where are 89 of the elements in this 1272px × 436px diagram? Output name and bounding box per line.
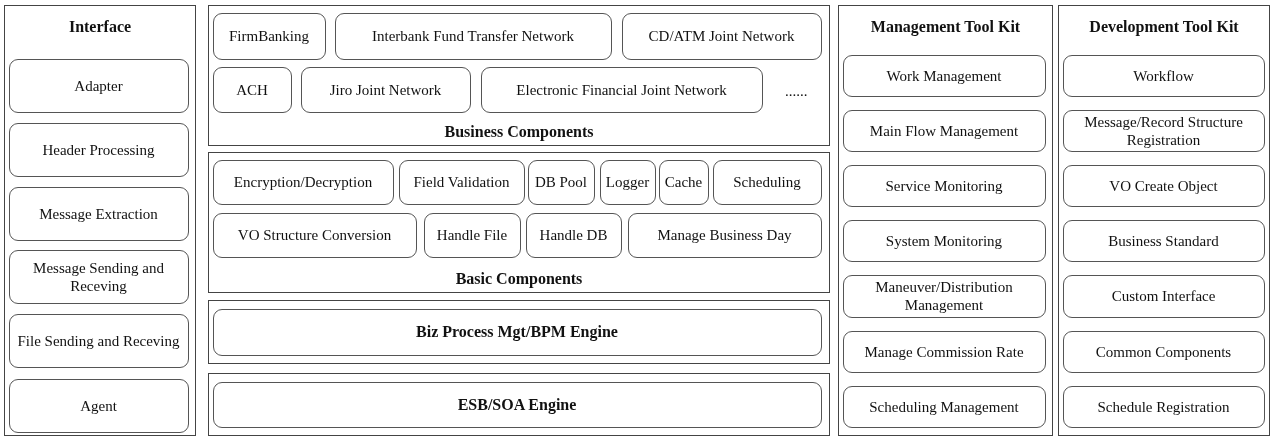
component-box — [1062, 109, 1265, 152]
engine-box — [212, 308, 822, 356]
component-box — [527, 159, 595, 205]
component-box — [398, 159, 525, 205]
component-box — [8, 378, 189, 433]
component-label: Biz Process Mgt/BPM Engine — [416, 323, 618, 341]
component-box — [212, 212, 417, 258]
component-label: Message/Record Structure Registration — [1083, 112, 1244, 149]
component-box — [842, 109, 1046, 152]
component-box — [1062, 274, 1265, 318]
component-label: Handle DB — [539, 226, 608, 244]
component-label: Manage Commission Rate — [864, 342, 1024, 361]
component-label: VO Create Object — [1109, 176, 1218, 195]
component-label: Message Extraction — [39, 204, 158, 223]
ellipsis-text: ...... — [785, 83, 808, 100]
engine-box — [212, 381, 822, 428]
component-box — [842, 164, 1046, 207]
component-box — [842, 385, 1046, 428]
component-box — [842, 274, 1046, 318]
component-box — [212, 159, 394, 205]
component-box — [8, 186, 189, 241]
component-label: Field Validation — [413, 173, 510, 191]
component-label: DB Pool — [534, 173, 588, 191]
component-box — [334, 12, 612, 60]
component-box — [8, 58, 189, 113]
component-box — [1062, 219, 1265, 262]
component-label: FirmBanking — [229, 27, 309, 45]
component-label: Electronic Financial Joint Network — [516, 80, 727, 99]
panel-title: Management Tool Kit — [869, 18, 1022, 36]
component-box — [1062, 164, 1265, 207]
component-label: Cache — [664, 173, 703, 191]
component-box — [525, 212, 622, 258]
panel-title: Development Tool Kit — [1088, 18, 1240, 36]
component-label: Interbank Fund Transfer Network — [371, 27, 575, 45]
layer-panel — [4, 5, 196, 436]
component-label: Adapter — [74, 76, 123, 95]
component-box — [480, 66, 763, 113]
component-label: File Sending and Receving — [17, 331, 180, 350]
component-box — [621, 12, 822, 60]
component-box — [658, 159, 709, 205]
component-box — [712, 159, 822, 205]
panel-title: Basic Components — [454, 270, 584, 288]
component-label: Custom Interface — [1111, 287, 1216, 305]
component-label: Service Monitoring — [885, 176, 1003, 195]
component-box — [1062, 54, 1265, 97]
component-box — [842, 54, 1046, 97]
component-label: System Monitoring — [885, 231, 1003, 250]
component-label: Agent — [80, 396, 117, 415]
layer-panel — [208, 373, 830, 436]
component-box — [842, 330, 1046, 373]
component-box — [423, 212, 521, 258]
component-label: CD/ATM Joint Network — [648, 27, 795, 45]
panel-title: Business Components — [443, 123, 595, 141]
component-label: Handle File — [436, 226, 508, 244]
component-box — [212, 66, 292, 113]
component-label: ESB/SOA Engine — [457, 395, 577, 414]
component-label: Maneuver/Distribution Management — [874, 278, 1014, 314]
component-label: VO Structure Conversion — [237, 226, 392, 244]
component-box — [599, 159, 656, 205]
component-label: Message Sending and Receving — [32, 258, 165, 295]
component-box — [212, 12, 326, 60]
component-label: Header Processing — [42, 140, 155, 159]
layer-panel — [838, 5, 1053, 436]
component-box — [8, 249, 189, 304]
component-box — [1062, 330, 1265, 373]
component-box — [8, 313, 189, 368]
component-box — [300, 66, 471, 113]
layer-panel — [1058, 5, 1270, 436]
component-label: Schedule Registration — [1097, 397, 1230, 416]
component-label: Manage Business Day — [657, 226, 792, 244]
component-label: Main Flow Management — [869, 121, 1019, 140]
layer-panel — [208, 300, 830, 364]
component-label: Scheduling Management — [869, 397, 1019, 416]
component-label: Scheduling — [733, 173, 801, 191]
panel-title: Interface — [67, 18, 133, 36]
component-label: Encryption/Decryption — [233, 173, 373, 191]
component-box — [627, 212, 822, 258]
component-label: ACH — [236, 80, 268, 99]
component-label: Work Management — [886, 66, 1002, 85]
layer-panel — [208, 152, 830, 293]
component-box — [842, 219, 1046, 262]
component-label: Workflow — [1133, 66, 1194, 85]
layer-panel — [208, 5, 830, 146]
component-box — [1062, 385, 1265, 428]
component-box — [8, 122, 189, 177]
component-label: Logger — [605, 173, 650, 191]
component-label: Common Components — [1095, 342, 1232, 361]
component-label: Business Standard — [1108, 231, 1219, 250]
component-label: Jiro Joint Network — [329, 80, 442, 99]
